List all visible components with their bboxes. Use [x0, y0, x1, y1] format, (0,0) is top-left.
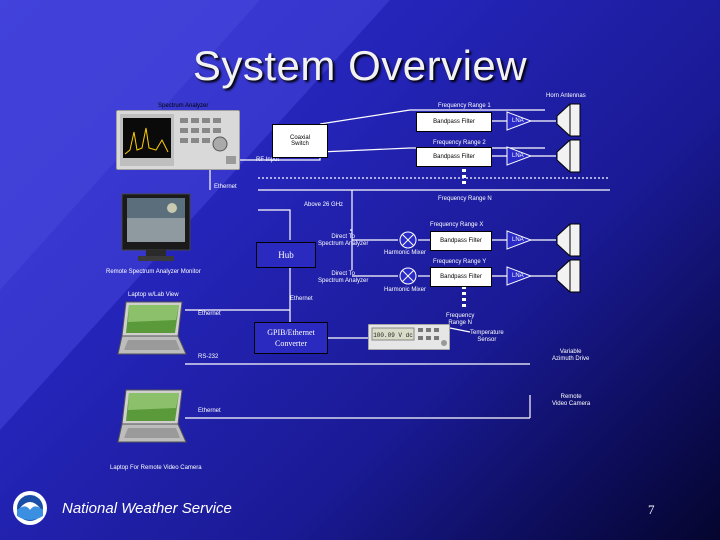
- coaxial-switch-line2: Switch: [291, 141, 309, 147]
- bandpass-filter-y: Bandpass Filter: [430, 267, 492, 287]
- harmonic-mixer-y-label: Harmonic Mixer: [384, 287, 427, 293]
- lna-x-label: LNA: [512, 237, 524, 243]
- horn-antennas-label: Horn Antennas: [546, 93, 586, 99]
- horn-antenna-2-icon: [556, 139, 581, 173]
- direct-to-sa-y-line1: Direct To: [331, 271, 355, 277]
- spectrum-analyzer-label: Spectrum Analyzer: [158, 103, 209, 109]
- temperature-meter-image: 100.09 V dc: [368, 324, 450, 350]
- lna-y-triangle: [506, 266, 532, 286]
- slide-title: System Overview: [192, 42, 528, 89]
- direct-to-sa-y-label: Direct To Spectrum Analyzer: [318, 271, 368, 285]
- direct-to-sa-y-line2: Spectrum Analyzer: [318, 278, 369, 284]
- ethernet-label-4: Ethernet: [198, 408, 221, 414]
- lna-x-triangle: [506, 230, 532, 250]
- lna-1-label: LNA: [512, 118, 524, 124]
- monitor-image: [121, 193, 191, 261]
- noaa-logo-text: NOAA: [24, 494, 36, 499]
- freq-range-n2-label: Frequency Range N: [446, 313, 474, 327]
- rvc-line2: Video Camera: [552, 401, 591, 407]
- laptop-remote-video-label: Laptop For Remote Video Camera: [110, 465, 202, 471]
- temperature-sensor-line2: Sensor: [477, 337, 497, 343]
- lna-2-label: LNA: [512, 153, 524, 159]
- spectrum-analyzer-image: [116, 110, 240, 170]
- rs232-label: RS-232: [198, 354, 219, 360]
- freq-range-2-label: Frequency Range 2: [433, 140, 486, 146]
- ethernet-label-1: Ethernet: [214, 184, 237, 190]
- lna-y-label: LNA: [512, 273, 524, 279]
- page-number: 7: [648, 502, 655, 517]
- horn-antenna-4-icon: [556, 259, 581, 293]
- remote-video-camera-label: Remote Video Camera: [552, 394, 590, 408]
- lna-2-triangle: [506, 146, 532, 166]
- temperature-sensor-line1: Temperature: [470, 330, 504, 336]
- freq-range-n2-line1: Frequency: [446, 313, 475, 319]
- bandpass-filter-x: Bandpass Filter: [430, 231, 492, 251]
- coaxial-switch-box: Coaxial Switch: [272, 124, 328, 158]
- rvc-line1: Remote: [560, 394, 582, 400]
- horn-antenna-1-icon: [556, 103, 581, 137]
- harmonic-mixer-x-label: Harmonic Mixer: [384, 250, 427, 256]
- vad-line1: Variable: [559, 349, 582, 355]
- direct-to-sa-x-label: Direct To Spectrum Analyzer: [318, 234, 368, 248]
- freq-range-1-label: Frequency Range 1: [438, 103, 491, 109]
- bandpass-filter-1: Bandpass Filter: [416, 112, 492, 132]
- meter-readout: 100.09 V dc: [373, 332, 413, 339]
- gpib-converter-line2: Converter: [275, 339, 307, 348]
- direct-to-sa-x-line1: Direct To: [331, 234, 355, 240]
- horn-antenna-3-icon: [556, 223, 581, 257]
- freq-range-n2-line2: Range N: [448, 320, 473, 326]
- laptop-lab-view-label: Laptop w/Lab View: [128, 292, 179, 298]
- gpib-converter-line1: GPIB/Ethernet: [267, 328, 315, 337]
- ethernet-label-2: Ethernet: [290, 296, 313, 302]
- direct-to-sa-x-line2: Spectrum Analyzer: [318, 241, 369, 247]
- vad-line2: Azimuth Drive: [552, 356, 590, 362]
- above-26ghz-label: Above 26 GHz: [304, 202, 344, 208]
- temperature-sensor-label: Temperature Sensor: [470, 330, 504, 344]
- bandpass-filter-2: Bandpass Filter: [416, 147, 492, 167]
- laptop-lab-view-image: [117, 301, 187, 355]
- freq-range-x-label: Frequency Range X: [430, 222, 484, 228]
- hub-box: Hub: [256, 242, 316, 268]
- footer-text: National Weather Service: [62, 500, 232, 517]
- harmonic-mixer-y-icon: [399, 267, 417, 285]
- laptop-remote-video-image: [117, 389, 187, 443]
- freq-range-n-label: Frequency Range N: [438, 196, 492, 202]
- remote-monitor-label: Remote Spectrum Analyzer Monitor: [106, 269, 201, 275]
- lna-1-triangle: [506, 111, 532, 131]
- harmonic-mixer-x-icon: [399, 231, 417, 249]
- rf-input-label: RF Input: [256, 157, 280, 163]
- noaa-logo-icon: NOAA: [13, 491, 47, 525]
- coaxial-switch-line1: Coaxial: [289, 135, 310, 141]
- freq-range-y-label: Frequency Range Y: [433, 259, 487, 265]
- gpib-converter-box: GPIB/Ethernet Converter: [254, 322, 328, 354]
- ethernet-label-3: Ethernet: [198, 311, 221, 317]
- variable-azimuth-drive-label: Variable Azimuth Drive: [552, 349, 589, 363]
